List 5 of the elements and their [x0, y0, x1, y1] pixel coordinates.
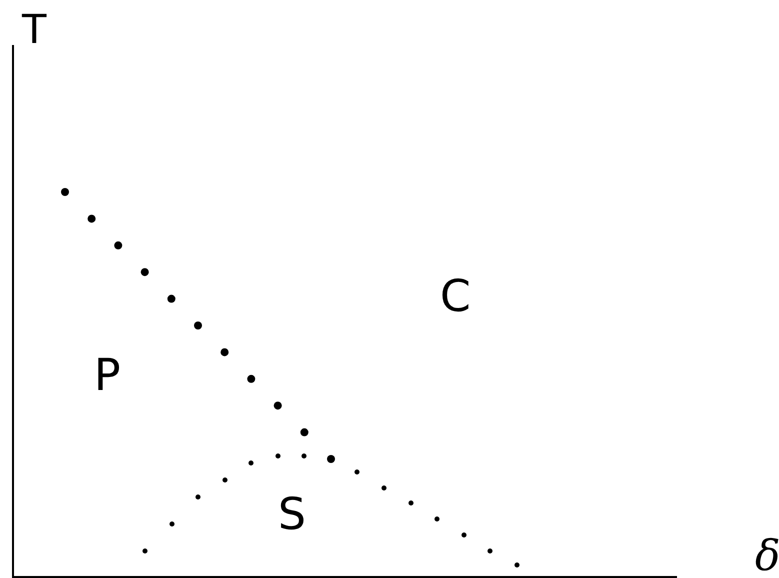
region-label: C: [440, 275, 471, 319]
axis-label: δ: [755, 535, 779, 577]
region-label: P: [94, 354, 121, 398]
axis-label: T: [22, 10, 46, 50]
region-label: S: [278, 493, 306, 537]
